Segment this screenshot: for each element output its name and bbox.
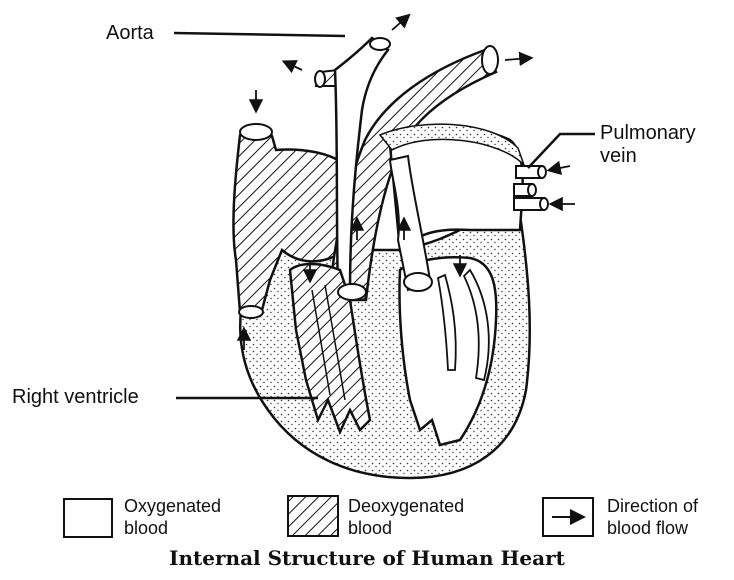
legend-direction-swatch (543, 498, 593, 536)
legend-direction-line1: Direction of (607, 496, 698, 516)
aorta-leader (174, 33, 345, 36)
legend-deoxygenated-line1: Deoxygenated (348, 496, 464, 516)
pulmonary-vein-vessels (514, 166, 548, 210)
legend-deoxygenated-swatch (288, 496, 338, 536)
legend-oxygenated-line1: Oxygenated (124, 496, 221, 516)
right-ventricle-label: Right ventricle (12, 386, 139, 408)
legend-direction-line2: blood flow (607, 518, 688, 538)
pulmonary-vein-leader (528, 134, 595, 168)
aorta-opening (370, 38, 390, 50)
inferior-vena-cava-opening (239, 306, 263, 318)
legend-oxygenated-swatch (63, 498, 113, 538)
superior-vena-cava-opening (240, 124, 272, 140)
pulmonary-artery-opening (482, 46, 498, 74)
legend-deoxygenated-line2: blood (348, 518, 392, 538)
legend-oxygenated-line2: blood (124, 518, 168, 538)
pulmonary-vein-label-line1: Pulmonary (600, 122, 696, 144)
diagram-caption: Internal Structure of Human Heart (0, 546, 734, 570)
pulmonary-vein-label-line2: vein (600, 145, 637, 167)
aorta-label: Aorta (106, 22, 154, 44)
